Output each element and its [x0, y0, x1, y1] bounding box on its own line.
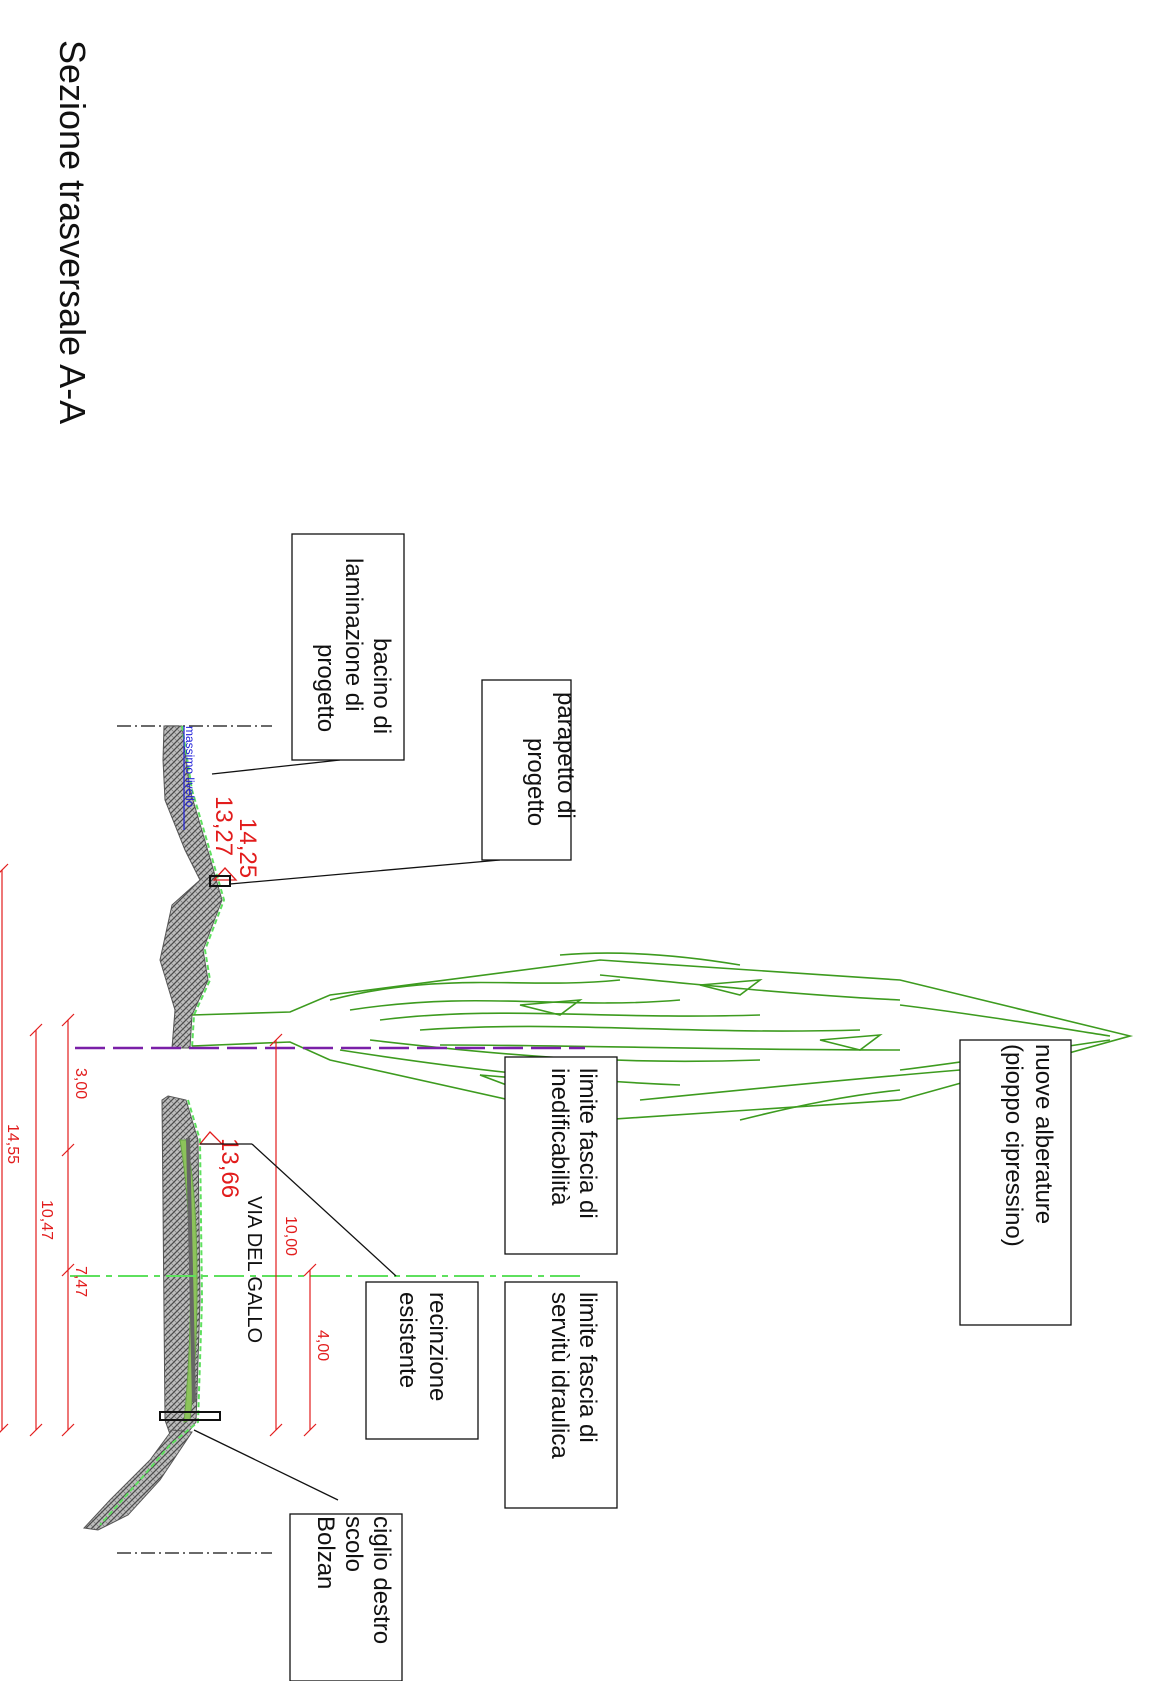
existing-fence [186, 1137, 196, 1403]
elevation-top: 14,25 [234, 818, 261, 878]
leader-lines [193, 759, 501, 1501]
callout-servitu: limite fascia di servitù idraulica [504, 1281, 618, 1509]
dimension-labels: 3,00 14,55 10,47 7,47 10,00 4,00 [4, 1068, 331, 1361]
callout-inedificabilita-line-1: limite fascia di [574, 1068, 601, 1219]
callout-bacino-line-2: laminazione di [340, 558, 367, 711]
dim-10-47: 10,47 [38, 1200, 55, 1240]
callout-ciglio-line-2: scolo [340, 1516, 367, 1572]
dim-10-00: 10,00 [282, 1216, 299, 1256]
callout-bacino-line-1: bacino di [368, 638, 395, 734]
callout-ciglio-line-3: Bolzan [312, 1516, 339, 1589]
callout-ciglio-line-1: ciglio destro [368, 1516, 395, 1644]
dim-3-00: 3,00 [72, 1068, 89, 1099]
callout-parapetto-line-2: progetto [522, 738, 549, 826]
street-name: VIA DEL GALLO [243, 1196, 265, 1343]
elevation-water: 13,27 [210, 796, 237, 856]
callout-alberature: nuove alberature (pioppo cipressino) [959, 1039, 1072, 1326]
elevation-road: 13,66 [216, 1138, 243, 1198]
callout-recinzione: recinzione esistente [365, 1281, 479, 1440]
callout-bacino-line-3: progetto [312, 644, 339, 732]
callout-servitu-line-1: limite fascia di [574, 1292, 601, 1443]
dim-7-47: 7,47 [72, 1266, 89, 1297]
ground-line [99, 725, 226, 1526]
dimension-lines [0, 863, 317, 1437]
callout-ciglio: ciglio destro scolo Bolzan [289, 1513, 403, 1681]
callout-servitu-line-2: servitù idraulica [546, 1292, 573, 1459]
callout-inedificabilita-line-2: inedificabilità [546, 1068, 573, 1206]
callout-inedificabilita: limite fascia di inedificabilità [504, 1056, 618, 1255]
callout-bacino: bacino di laminazione di progetto [291, 533, 405, 761]
elevation-markers: 14,25 13,27 13,66 [198, 796, 261, 1198]
callout-parapetto-line-1: parapetto di [552, 692, 579, 819]
massimo-livello-label: massimo livello [183, 726, 197, 808]
callout-recinzione-line-1: recinzione [424, 1292, 451, 1401]
callout-parapetto: parapetto di progetto [481, 679, 579, 861]
callout-alberature-line-1: nuove alberature [1030, 1044, 1057, 1224]
section-title: Sezione trasversale A-A [52, 40, 93, 424]
dim-14-55: 14,55 [4, 1124, 21, 1164]
dim-4-00: 4,00 [314, 1330, 331, 1361]
max-level-marker: massimo livello [183, 726, 197, 830]
embankment-profile [82, 725, 226, 1531]
callout-alberature-line-2: (pioppo cipressino) [1000, 1044, 1027, 1247]
parapet-post [209, 875, 231, 887]
new-poplar-tree [191, 952, 1134, 1121]
callout-recinzione-line-2: esistente [394, 1292, 421, 1388]
ditch-edge-marker [159, 1411, 221, 1421]
